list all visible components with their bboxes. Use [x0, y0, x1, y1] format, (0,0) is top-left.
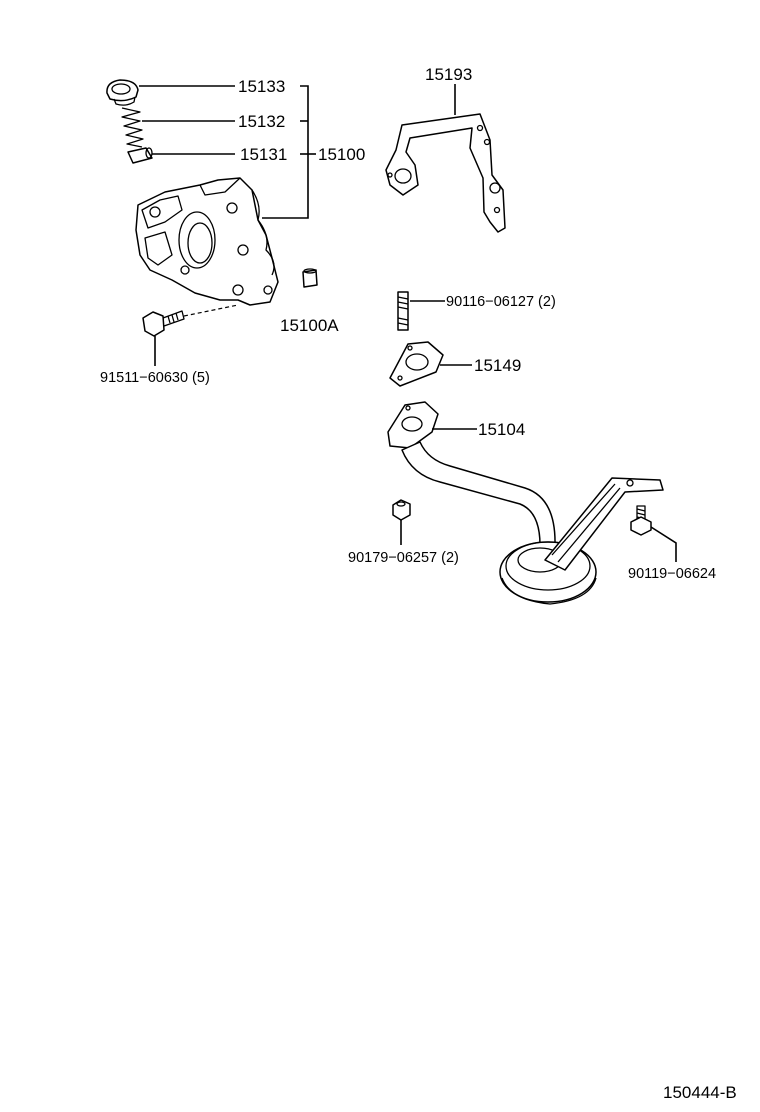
part-90116-stud[interactable]: [397, 291, 409, 331]
part-15104-strainer[interactable]: [387, 401, 664, 605]
part-15133-plug[interactable]: [106, 79, 139, 106]
label-90119: 90119−06624: [628, 566, 716, 582]
label-91511: 91511−60630 (5): [100, 370, 210, 386]
part-90179-nut[interactable]: [392, 499, 411, 521]
label-90179: 90179−06257 (2): [348, 550, 459, 566]
diagram-id: 150444-B: [663, 1083, 737, 1102]
label-15131: 15131: [240, 145, 287, 164]
part-90119-bolt[interactable]: [630, 505, 652, 536]
part-15132-spring[interactable]: [121, 107, 144, 148]
label-15100A: 15100A: [280, 316, 339, 335]
label-15132: 15132: [238, 112, 285, 131]
part-15131-valve[interactable]: [127, 147, 153, 164]
label-15100: 15100: [318, 145, 365, 164]
label-90116: 90116−06127 (2): [446, 294, 556, 310]
label-15149: 15149: [474, 356, 521, 375]
part-15100-oil-pump[interactable]: [135, 177, 279, 306]
label-15104: 15104: [478, 420, 525, 439]
bracket-15100: [262, 85, 309, 219]
part-91511-bolt[interactable]: [142, 310, 185, 337]
part-15149-gasket[interactable]: [389, 341, 444, 387]
leader-90119: [650, 526, 677, 562]
part-15193-gasket[interactable]: [385, 113, 506, 233]
part-15100A-pin[interactable]: [302, 268, 318, 288]
label-15133: 15133: [238, 77, 285, 96]
label-15193: 15193: [425, 65, 472, 84]
bolt-guide-dash: [183, 304, 239, 317]
